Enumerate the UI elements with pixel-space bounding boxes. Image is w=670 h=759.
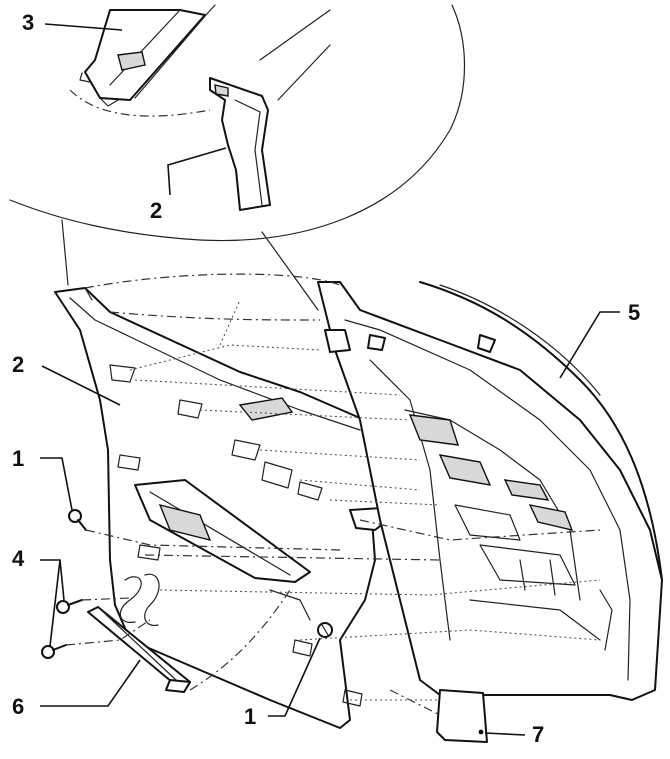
callout-7: 7	[532, 722, 544, 747]
callout-1-top: 1	[12, 446, 24, 471]
callout-2-detail: 2	[150, 198, 162, 223]
clip-part-4-upper	[56, 599, 83, 614]
tailgate-frame	[317, 281, 663, 701]
clip-part-4-lower	[41, 644, 67, 659]
detail-trim-part-3	[79, 4, 216, 107]
cover-plate-part-7	[436, 689, 488, 743]
seal-strip-part-6	[87, 606, 191, 693]
callout-3: 3	[22, 10, 34, 35]
callout-1-bottom: 1	[244, 704, 256, 729]
callout-5: 5	[628, 300, 640, 325]
assembly-guide-lines	[65, 273, 601, 716]
leader-lines	[40, 23, 620, 736]
detail-magnifier	[9, 4, 466, 311]
callout-2-main: 2	[12, 352, 24, 377]
screw-part-1-bottom	[317, 622, 333, 638]
detail-trim-part-2	[209, 9, 331, 211]
screw-part-1-top	[68, 509, 87, 531]
callout-4: 4	[12, 546, 25, 571]
callout-6: 6	[12, 694, 24, 719]
